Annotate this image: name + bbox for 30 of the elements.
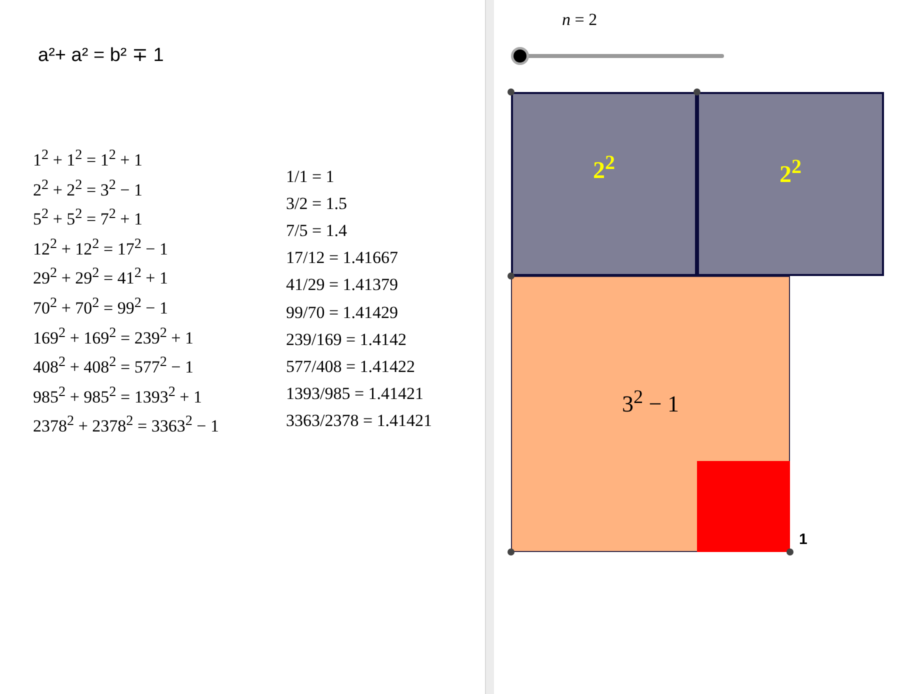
ratio-equation: 99/70 = 1.41429 (286, 302, 398, 322)
square-region (697, 92, 884, 276)
square-region (511, 92, 697, 276)
ratio-equation: 41/29 = 1.41379 (286, 275, 398, 296)
identity-equation: 408$^{2}$ + 408$^{2}$ = 577$^{2}$ − 1 (33, 354, 194, 378)
identity-equation: 29$^{2}$ + 29$^{2}$ = 41$^{2}$ + 1 (33, 265, 168, 290)
equation-title: a²+ a² = b² ∓ 1 (38, 44, 164, 67)
slider-value: n = 2 (562, 10, 598, 30)
area-label: 2$^{2}$ (780, 156, 802, 188)
ratio-equation: 7/5 = 1.4 (286, 221, 348, 242)
small-square (697, 461, 790, 552)
identity-equation: 169$^{2}$ + 169$^{2}$ = 239$^{2}$ + 1 (33, 324, 194, 348)
identity-equation: 5$^{2}$ + 5$^{2}$ = 7$^{2}$ + 1 (33, 206, 143, 230)
ratio-equation: 239/169 = 1.4142 (286, 330, 407, 350)
area-label: 3$^{2}$ − 1 (622, 386, 680, 418)
identity-equation: 2$^{2}$ + 2$^{2}$ = 3$^{2}$ − 1 (33, 176, 143, 200)
ratio-equation: 577/408 = 1.41422 (286, 356, 416, 377)
area-label: 2$^{2}$ (593, 152, 615, 184)
ratio-equation: 1393/985 = 1.41421 (286, 384, 424, 404)
ratio-equation: 3363/2378 = 1.41421 (286, 410, 432, 431)
identity-equation: 70$^{2}$ + 70$^{2}$ = 99$^{2}$ − 1 (33, 295, 168, 319)
length-label: 1 (799, 531, 808, 548)
square-region (511, 276, 790, 552)
ratio-equation: 17/12 = 1.41667 (286, 248, 398, 268)
ratio-equation: 1/1 = 1 (286, 167, 334, 187)
identity-equation: 1$^{2}$ + 1$^{2}$ = 1$^{2}$ + 1 (33, 147, 143, 171)
identity-equation: 985$^{2}$ + 985$^{2}$ = 1393$^{2}$ + 1 (33, 384, 202, 408)
identity-equation: 2378$^{2}$ + 2378$^{2}$ = 3363$^{2}$ − 1 (33, 413, 220, 438)
identity-equation: 12$^{2}$ + 12$^{2}$ = 17$^{2}$ − 1 (33, 236, 168, 260)
ratio-equation: 3/2 = 1.5 (286, 194, 348, 214)
